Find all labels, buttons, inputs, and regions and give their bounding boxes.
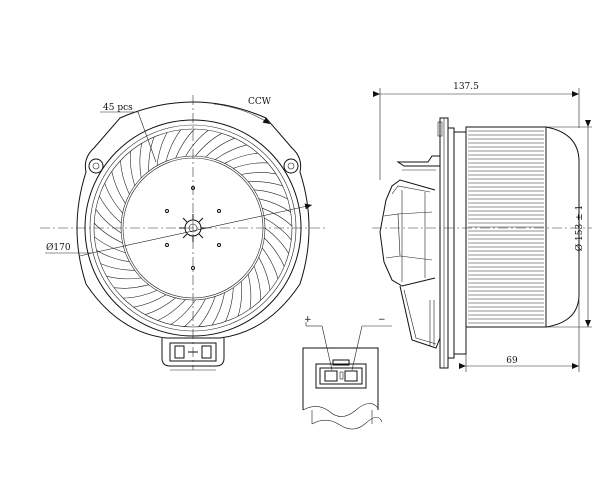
rotation-arrow — [213, 103, 271, 125]
outer-diameter-label: Ø170 — [46, 242, 71, 253]
mount-hole-right — [283, 158, 299, 174]
wheel-blade-lines — [468, 130, 544, 324]
fan-blade — [215, 144, 247, 160]
hub-hole-4 — [217, 243, 221, 247]
side-view: 137.5 Ø 153 ± 1 69 — [372, 82, 592, 372]
fan-blade — [241, 172, 276, 175]
wheel-inner-edge — [120, 155, 266, 301]
fan-blade — [254, 189, 288, 200]
wheel-depth-label: 69 — [506, 356, 518, 366]
blade-count-label: 45 pcs — [103, 103, 133, 113]
hub-hole-1 — [165, 209, 169, 213]
hub — [179, 214, 207, 242]
connector-shell — [302, 347, 379, 410]
fan-blade — [94, 236, 126, 253]
fan-blade — [113, 284, 149, 289]
fan-blade — [264, 217, 292, 241]
fan-blade — [139, 143, 143, 179]
hub-hole-6 — [191, 266, 195, 270]
wheel-outer-edge — [89, 124, 297, 332]
fan-blade — [106, 275, 142, 280]
diameter-leader-tail — [79, 252, 93, 257]
fan-blade — [123, 290, 158, 299]
hub-rib-nw — [182, 217, 188, 223]
fan-blade — [145, 297, 176, 315]
fan-blade — [93, 222, 123, 244]
fan-blade — [195, 133, 222, 157]
total-length-label: 137.5 — [453, 82, 479, 92]
fan-blade — [170, 299, 196, 325]
fan-blade — [253, 266, 261, 301]
fan-blade — [258, 257, 271, 291]
flange-collar — [453, 131, 467, 355]
fan-blade — [175, 128, 195, 159]
fan-blade — [224, 152, 258, 164]
outer-ring — [84, 119, 302, 337]
fan-blade — [237, 281, 242, 317]
blade-count-leader — [137, 111, 157, 163]
break-line-bottom — [311, 416, 383, 430]
minus-leader — [351, 325, 363, 371]
fan-blade — [156, 132, 168, 166]
fan-blade — [100, 263, 135, 271]
hub-hole-3 — [165, 243, 169, 247]
fan-blade — [157, 299, 186, 321]
front-view: CCW 45 pcs Ø170 — [40, 95, 325, 371]
hub-hole-5 — [191, 186, 195, 190]
connector-key — [332, 359, 350, 366]
fan-blade — [198, 296, 216, 328]
hub-rib-se — [198, 233, 204, 239]
fan-blade — [233, 162, 268, 169]
plus-terminal-label: + — [304, 315, 312, 325]
fan-blade — [205, 137, 235, 158]
fan-blade — [185, 129, 209, 157]
rotation-label: CCW — [248, 97, 272, 107]
plus-leader — [321, 325, 333, 371]
fan-blade — [248, 181, 283, 187]
motor-body — [379, 179, 436, 287]
fan-blade — [148, 136, 155, 172]
cable-housing — [399, 285, 441, 349]
fan-blade — [104, 183, 123, 214]
fan-blade — [264, 237, 285, 267]
connector-detail: + − — [302, 315, 392, 430]
fan-blade — [130, 151, 136, 186]
fan-blade — [211, 292, 225, 326]
hub-rib-sw — [182, 233, 188, 239]
hub-disc-edge — [122, 157, 264, 299]
connector-face — [315, 363, 367, 389]
fan-blade — [264, 227, 289, 254]
diameter-leader — [91, 203, 313, 254]
housing-diameter-label: Ø 153 ± 1 — [574, 205, 585, 251]
fan-blade — [165, 129, 182, 162]
mount-hole-left — [88, 158, 104, 174]
fan-blade — [120, 160, 130, 195]
fan-blade — [261, 247, 279, 279]
fan-blades — [93, 128, 293, 328]
fan-blade — [225, 287, 234, 322]
minus-terminal-label: − — [378, 315, 386, 325]
terminal-minus — [344, 370, 358, 382]
mount-hole-right-inner — [287, 162, 295, 170]
wheel-rim — [93, 128, 293, 328]
shaft — [188, 223, 198, 233]
top-bracket — [396, 155, 441, 167]
hub-rib-ne — [198, 217, 204, 223]
fan-blade — [99, 195, 122, 224]
front-connector — [161, 338, 225, 371]
fan-blade — [111, 171, 126, 204]
fan-blade — [184, 298, 206, 327]
break-line-top — [302, 403, 379, 417]
fan-blade — [247, 274, 252, 310]
fan-blade — [262, 207, 293, 227]
fan-blade — [133, 294, 167, 308]
fan-blade — [95, 209, 122, 234]
terminal-plus — [324, 370, 338, 382]
fan-blade — [258, 198, 291, 213]
hub-hole-2 — [217, 209, 221, 213]
mount-hole-left-inner — [92, 162, 100, 170]
